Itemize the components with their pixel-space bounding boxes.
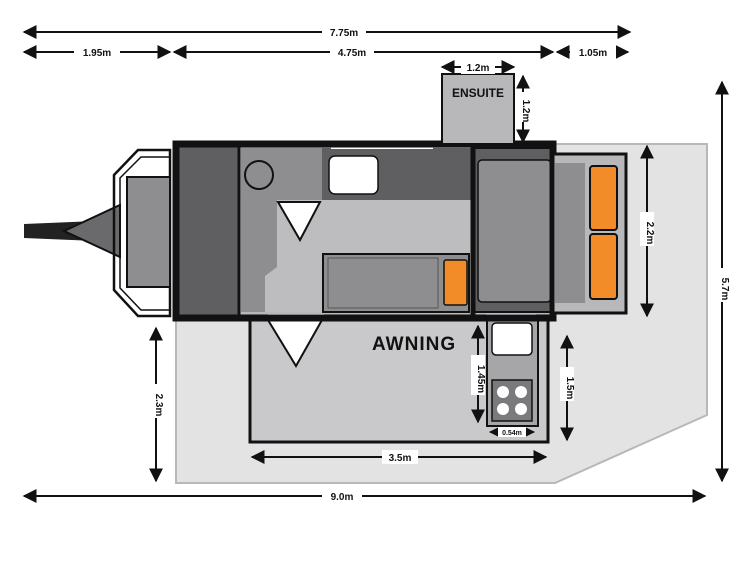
cooktop [491, 379, 533, 422]
label-bg [640, 212, 654, 246]
interior-sink [328, 155, 379, 195]
dim-bed-width: 2.2m [644, 222, 655, 245]
a-frame [61, 203, 121, 259]
front-toolbox [126, 176, 171, 288]
awning-label: AWNING [372, 334, 456, 355]
label-bg [516, 92, 530, 122]
dim-total-width: 5.7m [719, 278, 730, 301]
dim-kitchen-depth: 1.45m [475, 365, 486, 393]
orange-cushion [589, 233, 618, 300]
dim-body-length: 4.75m [338, 48, 366, 59]
side-cabinet [241, 200, 277, 312]
burner-icon [515, 386, 527, 398]
label-bg [330, 45, 374, 59]
label-bg [715, 268, 729, 302]
interior-door-swing [276, 201, 322, 243]
label-bg [322, 25, 366, 39]
dim-total-length: 9.0m [331, 492, 354, 503]
dim-awning-length: 3.5m [389, 453, 412, 464]
label-bg [498, 427, 526, 437]
burner-icon [515, 403, 527, 415]
orange-cushion [589, 165, 618, 231]
ensuite-room [441, 73, 515, 145]
front-storage [175, 143, 240, 319]
burner-icon [497, 403, 509, 415]
ensuite-label: ENSUITE [452, 86, 504, 100]
bed-mattress [477, 159, 552, 303]
dim-bed-pullout: 1.05m [579, 48, 607, 59]
label-bg [570, 45, 616, 59]
a-frame-rail [112, 148, 172, 318]
burner-icon [497, 386, 509, 398]
dim-ensuite-depth: 1.2m [520, 100, 531, 123]
label-bg [471, 355, 485, 395]
label-bg [560, 367, 574, 401]
label-bg [74, 45, 120, 59]
label-bg [149, 384, 163, 418]
dim-overall-length: 7.75m [330, 28, 358, 39]
kitchen-sink [491, 322, 533, 356]
pullout-mattress [555, 163, 585, 303]
dim-awning-depth: 2.3m [153, 394, 164, 417]
lounge-cushion [327, 257, 439, 309]
dim-cooktop-width: 0.54m [502, 430, 522, 437]
label-bg [322, 489, 362, 503]
label-bg [461, 60, 495, 74]
dim-drawbar-length: 1.95m [83, 48, 111, 59]
round-basin [244, 160, 274, 190]
dim-kitchen-depth-right: 1.5m [564, 377, 575, 400]
a-frame-rail-inner [119, 156, 171, 311]
label-bg [382, 450, 418, 464]
orange-cushion-small [443, 259, 468, 306]
dim-ensuite-width: 1.2m [467, 63, 490, 74]
